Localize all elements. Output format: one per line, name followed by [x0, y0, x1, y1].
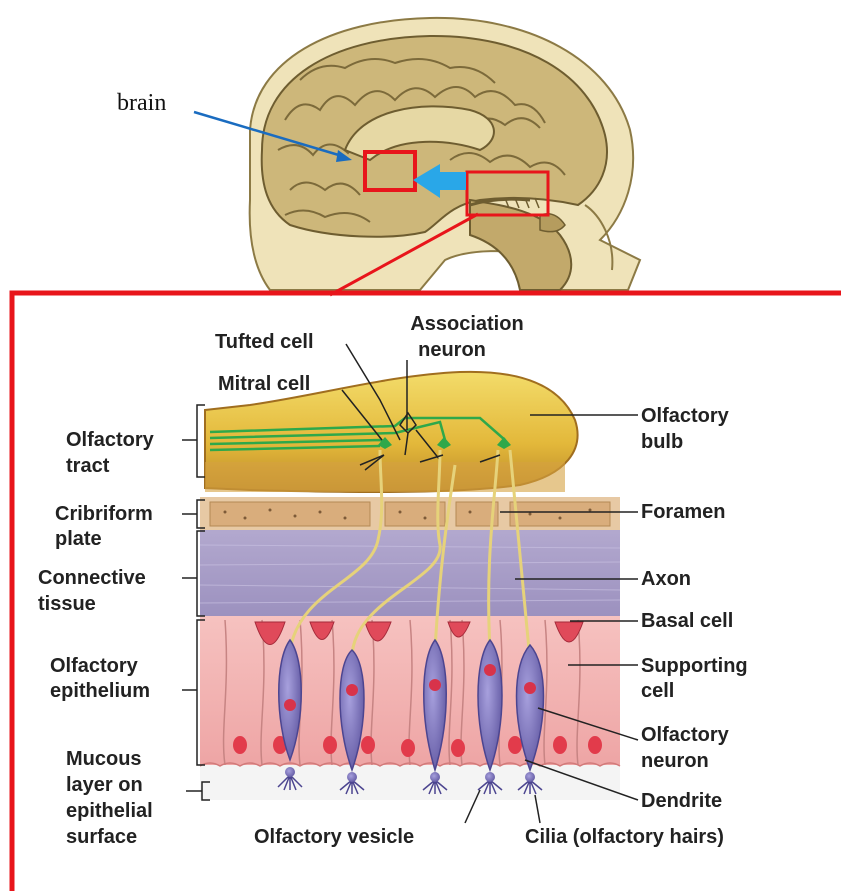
- mucous-layer: [200, 765, 620, 800]
- label-supporting-cell-1: Supporting: [641, 654, 748, 678]
- label-mucous-layer-2: layer on: [66, 773, 143, 797]
- label-mucous-layer-3: epithelial: [66, 799, 153, 823]
- label-olfactory-tract-2: tract: [66, 454, 109, 478]
- label-cribriform-plate-1: Cribriform: [55, 502, 153, 526]
- label-cilia: Cilia (olfactory hairs): [525, 825, 724, 849]
- label-olfactory-epithelium-1: Olfactory: [50, 654, 138, 678]
- label-olfactory-neuron-2: neuron: [641, 749, 709, 773]
- label-foramen: Foramen: [641, 500, 725, 524]
- label-association-neuron-2: neuron: [392, 338, 512, 362]
- label-mucous-layer-1: Mucous: [66, 747, 142, 771]
- label-mitral-cell: Mitral cell: [218, 372, 310, 396]
- label-mucous-layer-4: surface: [66, 825, 137, 849]
- brain-illustration: [250, 18, 640, 290]
- label-olfactory-bulb-1: Olfactory: [641, 404, 729, 428]
- label-axon: Axon: [641, 567, 691, 591]
- label-connective-tissue-1: Connective: [38, 566, 146, 590]
- label-olfactory-epithelium-2: epithelium: [50, 679, 150, 703]
- label-dendrite: Dendrite: [641, 789, 722, 813]
- label-olfactory-bulb-2: bulb: [641, 430, 683, 454]
- label-connective-tissue-2: tissue: [38, 592, 96, 616]
- label-cribriform-plate-2: plate: [55, 527, 102, 551]
- label-supporting-cell-2: cell: [641, 679, 674, 703]
- label-olfactory-vesicle: Olfactory vesicle: [254, 825, 414, 849]
- label-tufted-cell: Tufted cell: [215, 330, 314, 354]
- brain-label: brain: [117, 90, 166, 117]
- label-olfactory-tract-1: Olfactory: [66, 428, 154, 452]
- label-association-neuron-1: Association: [392, 312, 542, 336]
- olfactory-structure: [200, 372, 620, 800]
- label-olfactory-neuron-1: Olfactory: [641, 723, 729, 747]
- label-basal-cell: Basal cell: [641, 609, 733, 633]
